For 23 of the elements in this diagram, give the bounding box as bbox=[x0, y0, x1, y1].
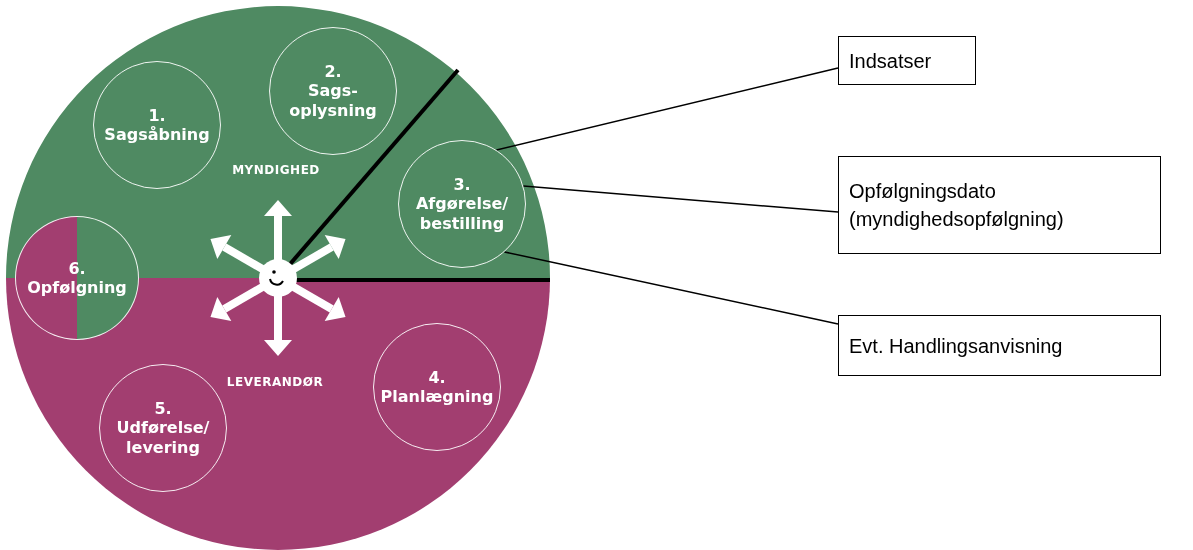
leader-line bbox=[522, 185, 839, 213]
step-number: 2. bbox=[323, 62, 343, 82]
step-name: Opfølgning bbox=[26, 278, 128, 298]
note-box bbox=[838, 36, 976, 85]
note-text: Opfølgningsdato (myndighedsopfølgning) bbox=[849, 179, 1065, 232]
step-name: Afgørelse/ bestilling bbox=[414, 194, 510, 233]
step-number: 6. bbox=[67, 258, 87, 278]
step-number: 4. bbox=[427, 367, 447, 387]
note-text: Indsatser bbox=[849, 48, 932, 74]
note-text: Evt. Handlingsanvisning bbox=[849, 333, 1063, 359]
leader-line bbox=[503, 251, 839, 325]
step-number: 1. bbox=[147, 105, 167, 125]
step-name: Sags- oplysning bbox=[288, 81, 378, 120]
step-number: 5. bbox=[153, 399, 173, 419]
step-name: Udførelse/ levering bbox=[115, 418, 211, 457]
note-box bbox=[838, 156, 1161, 254]
note-box bbox=[838, 315, 1161, 376]
role-label: MYNDIGHED bbox=[232, 163, 320, 177]
role-label: LEVERANDØR bbox=[226, 375, 324, 389]
step-name: Sagsåbning bbox=[103, 125, 211, 145]
leader-line bbox=[495, 67, 839, 151]
step-name: Planlægning bbox=[379, 387, 495, 407]
step-number: 3. bbox=[452, 175, 472, 195]
